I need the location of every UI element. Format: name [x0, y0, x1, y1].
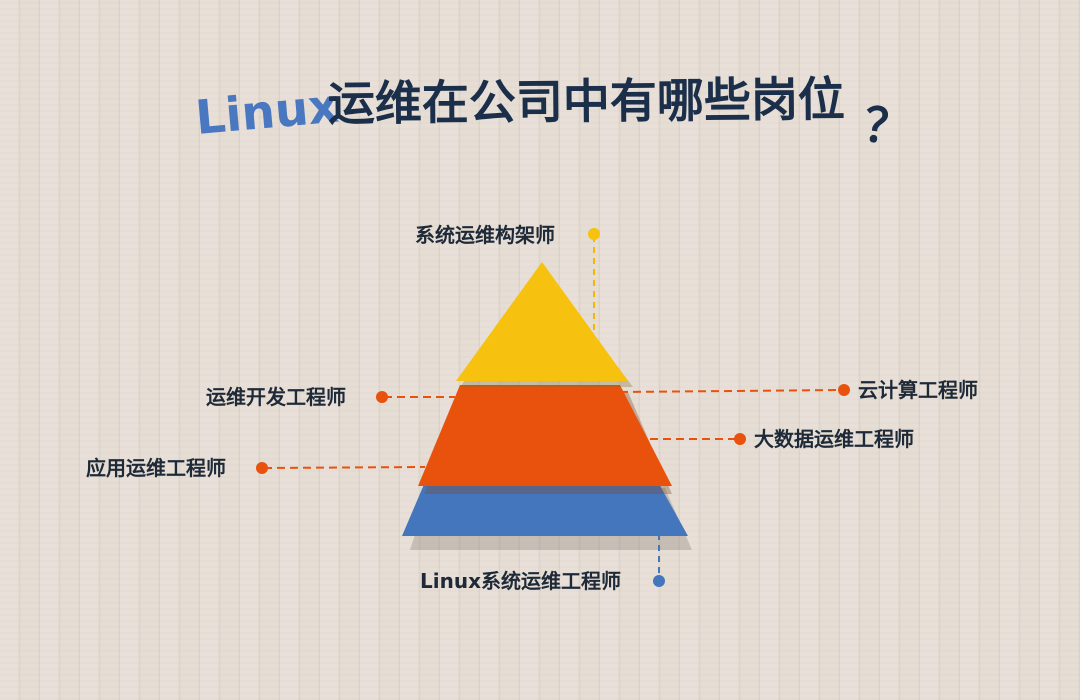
- dot-devops: [376, 391, 388, 403]
- label-ops-dev-engineer: 运维开发工程师: [206, 385, 346, 409]
- svg-text:？: ？: [860, 97, 914, 158]
- title-latin-text: Linux: [193, 79, 341, 146]
- connector-cloud: [619, 389, 843, 393]
- tier-bottom-shape: [402, 482, 688, 536]
- label-application-ops-engineer: 应用运维工程师: [86, 456, 226, 480]
- tier-middle-shape: [418, 385, 672, 486]
- label-system-ops-architect: 系统运维构架师: [415, 223, 555, 247]
- page-title: Linux 运维在公司中有哪些岗位 ？: [193, 72, 914, 158]
- dot-cloud: [838, 384, 850, 396]
- label-bigdata-ops-engineer: 大数据运维工程师: [754, 427, 914, 451]
- dot-top-architect: [588, 228, 600, 240]
- dot-bigdata: [734, 433, 746, 445]
- title-main-text: 运维在公司中有哪些岗位: [328, 72, 845, 132]
- title-question-mark: ？: [860, 97, 914, 158]
- tier-top-shape: [456, 262, 628, 381]
- label-linux-sysadmin-engineer: Linux系统运维工程师: [420, 569, 621, 593]
- svg-text:运维在公司中有哪些岗位: 运维在公司中有哪些岗位: [328, 72, 845, 132]
- connector-application: [263, 466, 426, 469]
- svg-text:Linux: Linux: [193, 79, 341, 146]
- dot-application: [256, 462, 268, 474]
- dot-linux-sysadmin: [653, 575, 665, 587]
- label-cloud-engineer: 云计算工程师: [858, 378, 978, 402]
